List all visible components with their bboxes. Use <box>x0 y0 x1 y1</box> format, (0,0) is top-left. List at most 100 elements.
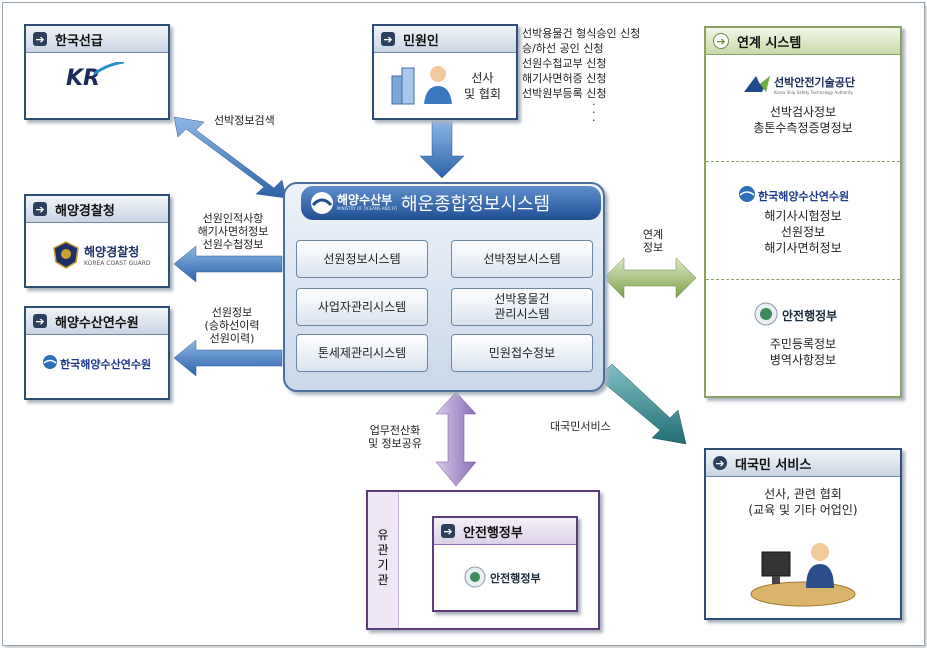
info-line: 선원정보 <box>780 225 826 239</box>
kst-info: 선박검사정보 총톤수측정증명정보 <box>706 104 900 136</box>
mopas-title: 안전행정부 <box>463 525 523 541</box>
module-business-mgmt: 사업자관리시스템 <box>296 288 428 326</box>
label-line: (승하선이력 <box>204 319 260 332</box>
info-line: 총톤수측정증명정보 <box>753 121 853 135</box>
kr-header: ➔ 한국선급 <box>26 26 168 53</box>
kr-logo-text: KR <box>66 66 100 91</box>
buildings-person-icon <box>391 66 452 105</box>
label-link-info: 연계 정보 <box>636 228 670 254</box>
arrow-right-icon: ➔ <box>33 202 47 216</box>
module-civil-petition: 민원접수정보 <box>451 334 593 372</box>
public-service-text: 선사, 관련 협회 (교육 및 기타 어업인) <box>706 486 900 518</box>
arrow-to-fisheries-inst <box>173 339 283 377</box>
coast-guard-box: ➔ 해양경찰청 해양경찰청 KOREA COAST GUARD <box>24 194 170 288</box>
fisheries-inst-emblem-icon <box>739 186 755 202</box>
mopas-box: ➔ 안전행정부 안전행정부 <box>432 516 578 612</box>
center-system-box: 해양수산부 MINISTRY OF OCEANS AND FISHERIES 해… <box>283 182 605 392</box>
minwon-title: 민원인 <box>403 33 439 49</box>
label-crew-to-inst: 선원정보 (승하선이력 선원이력) <box>192 306 272 345</box>
label-line: 해기사면허정보 <box>197 225 269 238</box>
public-service-line2: (교육 및 기타 어업인) <box>748 503 858 517</box>
center-title: 해운종합정보시스템 <box>401 194 551 215</box>
divider <box>706 279 900 280</box>
mopas-info: 주민등록정보 병역사항정보 <box>706 336 900 368</box>
label-crew-info: 선원인적사항 해기사면허정보 선원수첩정보 <box>188 212 278 251</box>
arrow-right-icon: ➔ <box>441 524 455 538</box>
kst-logo-text: 선박안전기술공단 <box>774 76 855 89</box>
coast-guard-logo: 해양경찰청 KOREA COAST GUARD <box>84 243 151 267</box>
request-item: 해기사면허증 신청 <box>522 72 607 85</box>
info-line: 주민등록정보 <box>769 337 837 351</box>
module-tonnage-tax: 톤세제관리시스템 <box>296 334 428 372</box>
info-line: 해기사시험정보 <box>764 209 842 223</box>
fisheries-inst-logo-text: 한국해양수산연수원 <box>60 358 152 371</box>
kst-logo-sub: Korea Ship Safety Technology Authority <box>774 90 853 95</box>
related-org-label: 유관기관 <box>377 528 389 587</box>
fisheries-inst-logo-text: 한국해양수산연수원 <box>758 190 850 203</box>
arrow-related-org <box>435 391 477 487</box>
label-line: 선원수첩정보 <box>202 238 264 251</box>
label-ship-search: 선박정보검색 <box>214 114 275 127</box>
label-line: 연계 <box>642 228 664 241</box>
center-header <box>301 186 601 220</box>
label-line: 업무전산화 <box>369 424 421 437</box>
label-line: 선원정보 <box>211 306 253 319</box>
mopas-logo-text: 안전행정부 <box>782 309 838 323</box>
info-line: 선박검사정보 <box>769 105 837 119</box>
kst-logo: 선박안전기술공단 Korea Ship Safety Technology Au… <box>774 74 855 95</box>
arrow-kr-center <box>173 116 287 199</box>
request-item: 선박용물건 형식승인 신청 <box>522 27 641 40</box>
kr-swoosh-icon <box>94 62 124 76</box>
public-service-line1: 선사, 관련 협회 <box>764 487 842 501</box>
request-item: 선원수첩교부 신청 <box>522 57 607 70</box>
arrow-right-icon: ➔ <box>381 32 395 46</box>
kr-logo: KR <box>66 62 124 91</box>
coast-guard-logo-text: 해양경찰청 <box>84 245 140 259</box>
label-line: 및 정보공유 <box>367 437 423 450</box>
label-work-computerization: 업무전산화 및 정보공유 <box>358 424 432 450</box>
office-worker-icon <box>750 543 856 607</box>
coast-guard-logo-sub: KOREA COAST GUARD <box>84 260 151 267</box>
mopas-header: ➔ 안전행정부 <box>434 518 576 545</box>
minwon-box: ➔ 민원인 선사 및 협회 <box>372 24 518 120</box>
minwon-header: ➔ 민원인 <box>374 26 516 53</box>
ministry-brand-sub: MINISTRY OF OCEANS AND FISHERIES <box>337 206 397 211</box>
arrow-to-coast-guard <box>173 245 283 283</box>
arrow-right-circle-icon: ➔ <box>713 456 727 470</box>
module-crew-info: 선원정보시스템 <box>296 240 428 278</box>
arrow-right-icon: ➔ <box>33 314 47 328</box>
label-line: 선원이력) <box>209 332 255 345</box>
minwon-text-line2: 및 협회 <box>464 87 501 101</box>
kr-title: 한국선급 <box>55 33 103 49</box>
mopas-emblem-icon <box>754 302 778 326</box>
info-line: 해기사면허정보 <box>764 241 842 255</box>
fisheries-inst-info: 해기사시험정보 선원정보 해기사면허정보 <box>706 208 900 256</box>
fisheries-inst-title: 해양수산연수원 <box>55 315 139 331</box>
module-ship-equipment: 선박용물건 관리시스템 <box>451 288 593 326</box>
minwon-text-line1: 선사 <box>471 71 494 85</box>
public-service-box: ➔ 대국민 서비스 선사, 관련 협회 (교육 및 기타 어업인) <box>704 448 902 620</box>
module-ship-info: 선박정보시스템 <box>451 240 593 278</box>
divider <box>706 161 900 162</box>
label-line: 정보 <box>642 241 664 254</box>
minwon-request-list: 선박용물건 형식승인 신청 승/하선 공인 신청 선원수첩교부 신청 해기사면허… <box>522 26 641 126</box>
fisheries-inst-emblem-icon <box>43 355 57 369</box>
arrow-link-system <box>603 257 697 299</box>
related-org-side <box>368 492 399 628</box>
request-item: 선박원부등록 신청 <box>522 87 607 100</box>
request-item: 승/하선 공인 신청 <box>522 42 604 55</box>
public-service-header: ➔ 대국민 서비스 <box>706 450 900 477</box>
label-public-service: 대국민서비스 <box>550 420 611 433</box>
label-line: 선원인적사항 <box>202 212 264 225</box>
arrow-right-circle-icon: ➔ <box>713 33 729 49</box>
coast-guard-emblem-icon <box>53 241 79 269</box>
link-system-box: ➔ 연계 시스템 선박안전기술공단 Korea Ship Safety Tech… <box>704 26 902 398</box>
arrow-minwon-center <box>419 119 465 179</box>
arrow-public-service <box>599 363 687 445</box>
ministry-brand: 해양수산부 <box>337 193 393 207</box>
link-system-header: ➔ 연계 시스템 <box>706 28 900 55</box>
kst-logo-icon <box>744 76 770 92</box>
